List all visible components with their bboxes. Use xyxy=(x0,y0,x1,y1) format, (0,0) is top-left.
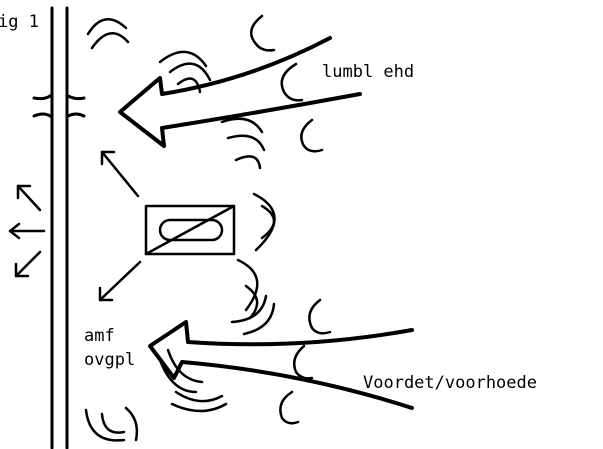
small-arrow-icon xyxy=(98,260,142,302)
wave-arc-icon xyxy=(220,117,266,170)
c-hook-icon xyxy=(279,390,300,425)
small-arrow-icon xyxy=(8,222,46,240)
wall-gap-marks xyxy=(32,94,86,118)
wave-arc-icon xyxy=(86,18,130,50)
figure-label: ig 1 xyxy=(0,12,39,32)
wave-arc-icon xyxy=(252,192,276,252)
vertical-wall xyxy=(50,6,69,449)
c-hook-icon xyxy=(300,118,324,153)
c-hook-icon xyxy=(280,62,304,102)
c-hook-icon xyxy=(293,344,314,380)
crossed-box-icon xyxy=(144,204,236,256)
small-arrow-icon xyxy=(16,184,42,212)
top-right-label: lumbl ehd xyxy=(322,62,415,82)
left-mid-label-1: amf xyxy=(84,326,115,346)
small-arrow-icon xyxy=(14,250,42,278)
c-hook-icon xyxy=(308,298,332,335)
outward-arrows xyxy=(8,184,46,278)
c-hooks xyxy=(249,14,332,425)
wave-arc-icon xyxy=(230,258,276,336)
big-arrow-icon xyxy=(148,320,414,410)
wave-arc-icon xyxy=(84,406,139,442)
big-arrow-icon xyxy=(118,36,362,148)
left-mid-label-2: ovgpl xyxy=(84,350,136,370)
small-arrow-icon xyxy=(100,150,140,198)
box-arrows xyxy=(98,150,142,302)
wave-arcs xyxy=(84,18,276,442)
bottom-right-label: Voordet/voorhoede xyxy=(363,373,537,393)
c-hook-icon xyxy=(249,14,276,52)
wave-arc-icon xyxy=(158,348,228,413)
